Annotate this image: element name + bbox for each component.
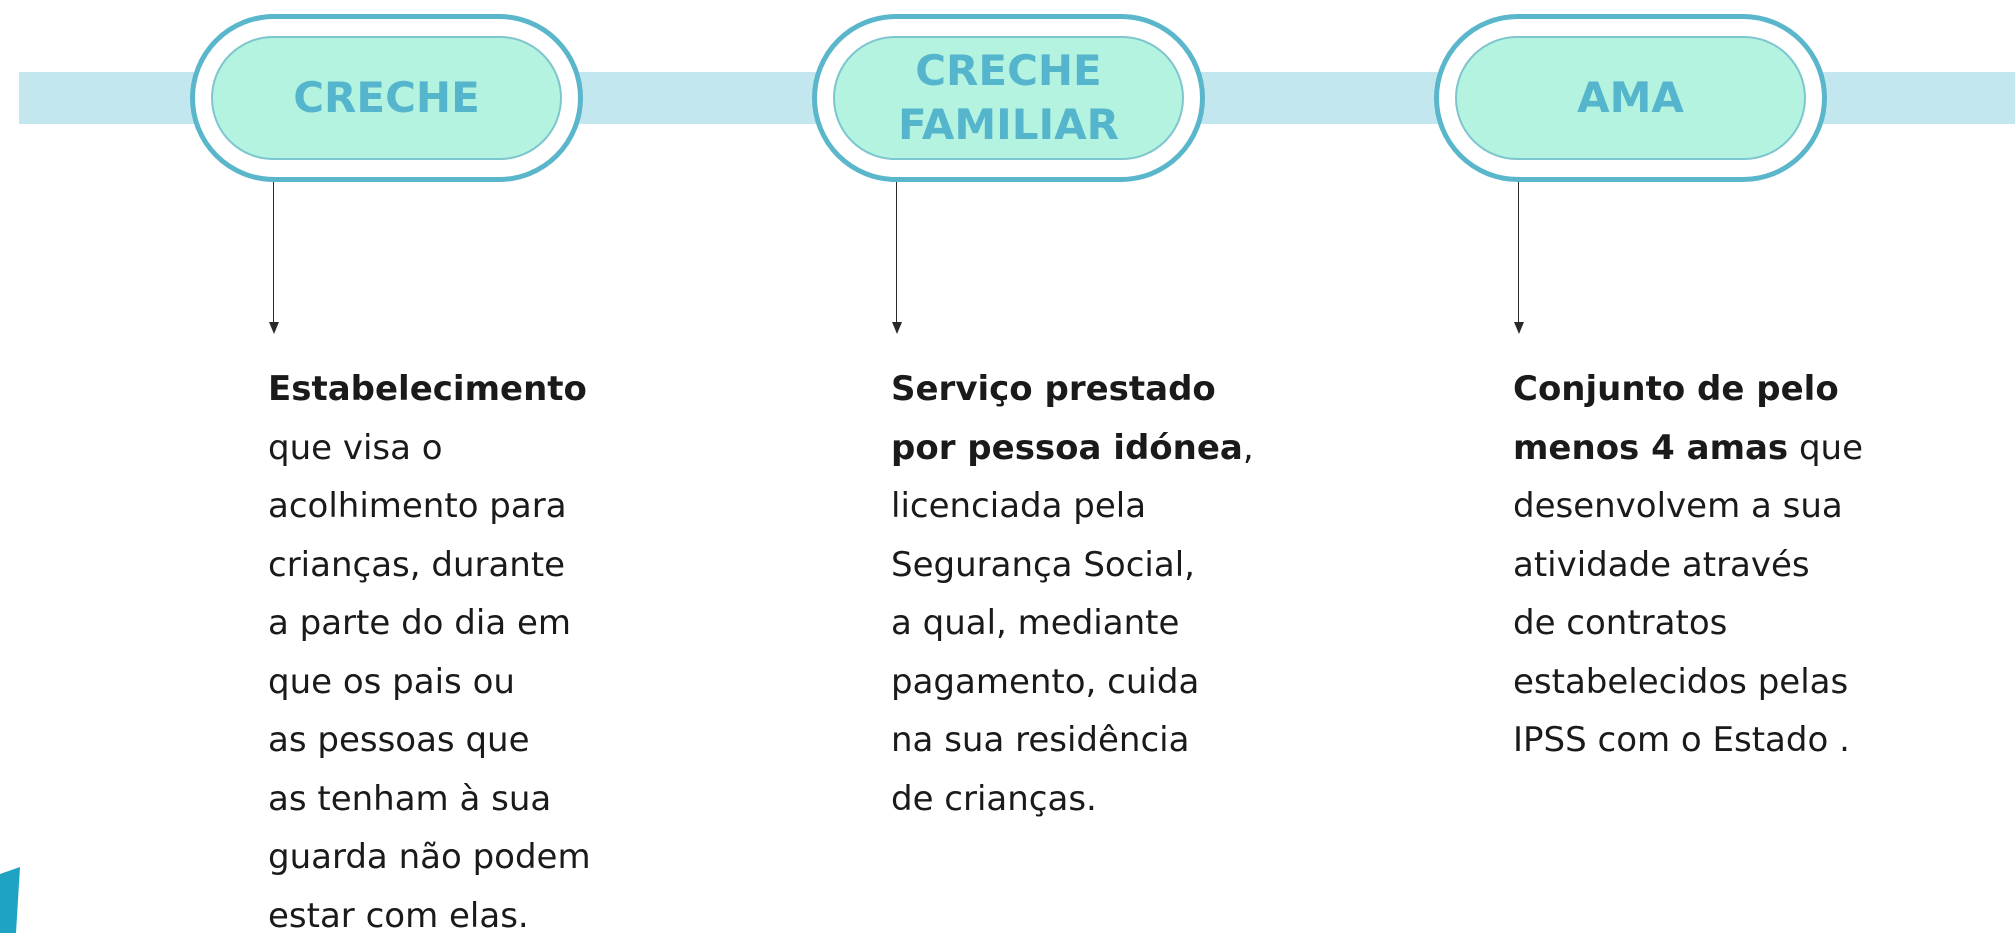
description-creche-familiar: Serviço prestado por pessoa idónea, licenc… (891, 360, 1251, 828)
description-text: que (1788, 428, 1863, 468)
description-text: a parte do dia em (268, 603, 571, 643)
description-text: que visa o (268, 428, 443, 468)
description-line: a qual, mediante (891, 594, 1251, 653)
description-line: estar com elas. (268, 887, 628, 945)
description-line: guarda não podem (268, 828, 628, 887)
description-line: de crianças. (891, 770, 1251, 829)
description-bold-text: Conjunto de pelo (1513, 369, 1839, 409)
description-line: desenvolvem a sua (1513, 477, 1873, 536)
pill-creche-inner: CRECHE (211, 36, 562, 160)
description-line: acolhimento para (268, 477, 628, 536)
description-line: a parte do dia em (268, 594, 628, 653)
description-text: as pessoas que (268, 720, 530, 760)
arrowhead-ama-icon (1514, 322, 1524, 334)
description-line: menos 4 amas que (1513, 419, 1873, 478)
description-text: atividade através (1513, 545, 1810, 585)
description-line: Conjunto de pelo (1513, 360, 1873, 419)
description-text: guarda não podem (268, 837, 591, 877)
pill-creche-familiar-inner: CRECHE FAMILIAR (833, 36, 1184, 160)
description-bold-text: Estabelecimento (268, 369, 587, 409)
decorative-corner-shape-icon (0, 860, 22, 933)
connector-line-creche (273, 182, 274, 330)
pill-ama: AMA (1434, 14, 1827, 182)
description-text: estar com elas. (268, 896, 529, 936)
description-line: que visa o (268, 419, 628, 478)
description-text: estabelecidos pelas (1513, 662, 1848, 702)
description-bold-text: menos 4 amas (1513, 428, 1788, 468)
description-text: IPSS com o Estado . (1513, 720, 1850, 760)
pill-ama-label: AMA (1577, 71, 1684, 125)
description-line: as tenham à sua (268, 770, 628, 829)
description-line: pagamento, cuida (891, 653, 1251, 712)
description-line: estabelecidos pelas (1513, 653, 1873, 712)
description-line: Estabelecimento (268, 360, 628, 419)
description-text: Segurança Social, (891, 545, 1195, 585)
description-ama: Conjunto de pelo menos 4 amas que desenvol… (1513, 360, 1873, 770)
description-line: na sua residência (891, 711, 1251, 770)
description-text: , (1243, 428, 1254, 468)
arrowhead-creche-icon (269, 322, 279, 334)
description-text: pagamento, cuida (891, 662, 1199, 702)
connector-line-ama (1518, 182, 1519, 330)
connector-line-creche-familiar (896, 182, 897, 330)
description-line: as pessoas que (268, 711, 628, 770)
pill-ama-inner: AMA (1455, 36, 1806, 160)
description-text: as tenham à sua (268, 779, 551, 819)
description-text: de contratos (1513, 603, 1727, 643)
decorative-triangle-icon (0, 867, 20, 933)
description-text: que os pais ou (268, 662, 515, 702)
description-line: licenciada pela (891, 477, 1251, 536)
description-line: crianças, durante (268, 536, 628, 595)
description-text: acolhimento para (268, 486, 567, 526)
pill-creche: CRECHE (190, 14, 583, 182)
description-creche: Estabelecimento que visa o acolhimento par… (268, 360, 628, 945)
description-bold-text: Serviço prestado (891, 369, 1216, 409)
pill-creche-label: CRECHE (293, 71, 480, 125)
pill-creche-familiar-label: CRECHE FAMILIAR (898, 44, 1119, 152)
description-line: atividade através (1513, 536, 1873, 595)
description-line: que os pais ou (268, 653, 628, 712)
description-text: a qual, mediante (891, 603, 1179, 643)
description-line: Serviço prestado (891, 360, 1251, 419)
description-text: crianças, durante (268, 545, 565, 585)
description-line: por pessoa idónea, (891, 419, 1251, 478)
description-line: Segurança Social, (891, 536, 1251, 595)
pill-creche-familiar: CRECHE FAMILIAR (812, 14, 1205, 182)
description-text: licenciada pela (891, 486, 1146, 526)
description-line: IPSS com o Estado . (1513, 711, 1873, 770)
description-text: desenvolvem a sua (1513, 486, 1843, 526)
description-text: na sua residência (891, 720, 1189, 760)
description-line: de contratos (1513, 594, 1873, 653)
description-text: de crianças. (891, 779, 1097, 819)
description-bold-text: por pessoa idónea (891, 428, 1243, 468)
arrowhead-creche-familiar-icon (892, 322, 902, 334)
